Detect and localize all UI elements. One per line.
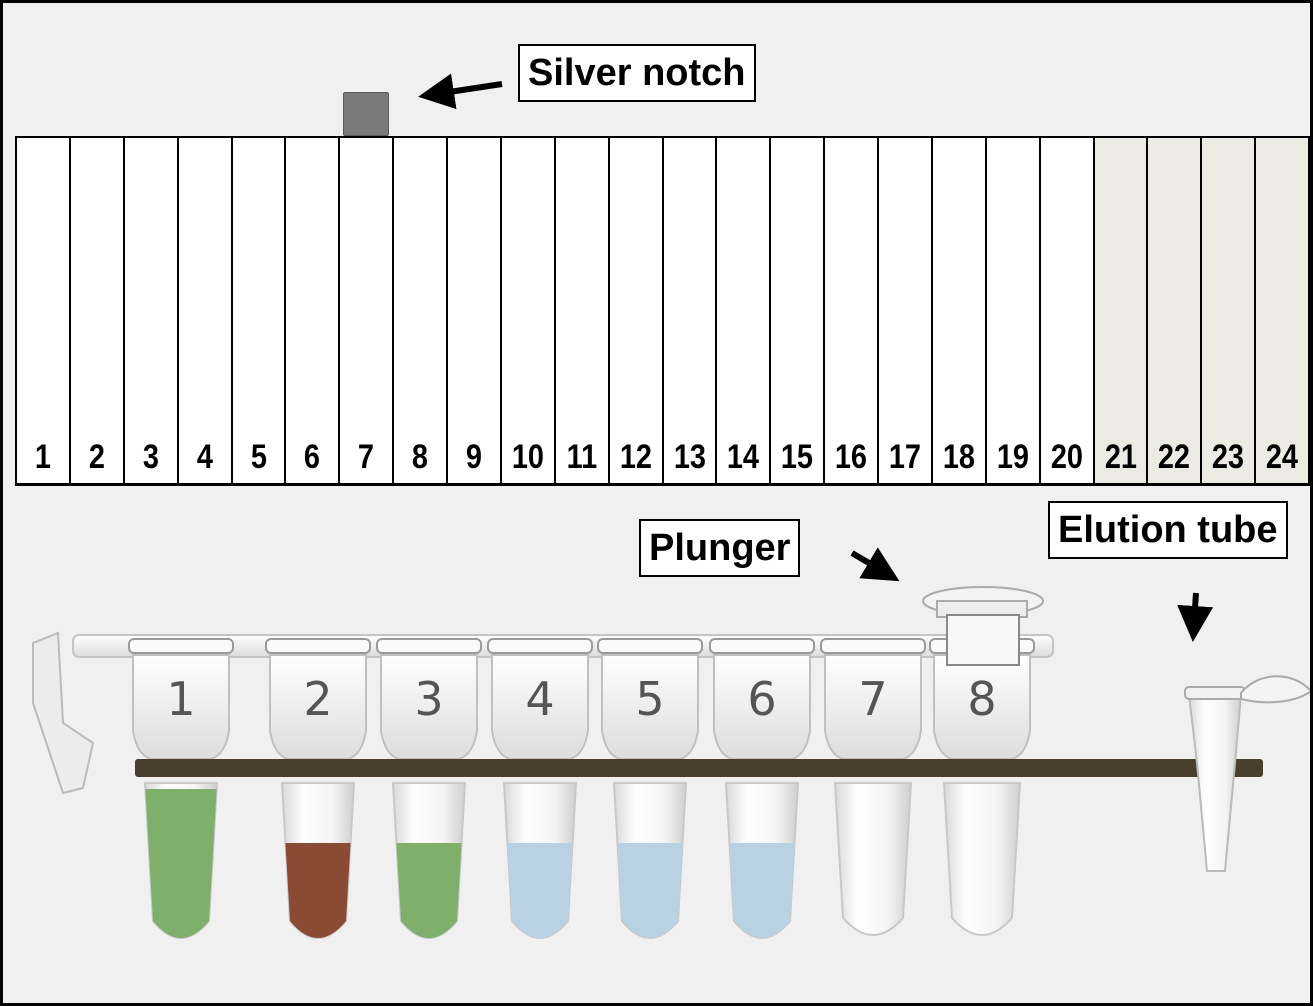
strip-well-rim-6 — [709, 638, 815, 654]
strip-well-number: 8 — [967, 672, 996, 726]
elution-tube-label: Elution tube — [1048, 501, 1288, 559]
strip-well-rim-5 — [597, 638, 703, 654]
rack-position-number: 6 — [304, 438, 321, 476]
rack-position-number: 14 — [727, 438, 760, 476]
rack-position-number: 5 — [250, 438, 267, 476]
rack-position-number: 21 — [1104, 438, 1137, 476]
rack-position-8: 8 — [394, 138, 448, 483]
strip-well-number: 4 — [525, 672, 554, 726]
rack-position-number: 19 — [996, 438, 1029, 476]
rack-position-13: 13 — [663, 138, 718, 483]
strip-well-rim-2 — [265, 638, 371, 654]
rack-position-24: 24 — [1256, 138, 1308, 483]
strip-well-rim-4 — [487, 638, 593, 654]
strip-well-number: 2 — [303, 672, 332, 726]
rack-position-number: 13 — [673, 438, 706, 476]
rack-position-number: 17 — [888, 438, 922, 476]
reagent-strip-illustration: 1 2 3 4 5 6 7 8 — [32, 586, 1310, 939]
strip-tube-liquid-2 — [285, 843, 351, 938]
strip-tube-7 — [833, 782, 913, 936]
rack-position-12: 12 — [609, 138, 664, 483]
rack-position-number: 22 — [1158, 438, 1191, 476]
rack-position-6: 6 — [286, 138, 341, 483]
rack-position-number: 10 — [511, 438, 544, 476]
strip-well-rim-7 — [820, 638, 926, 654]
strip-well-number: 7 — [858, 672, 887, 726]
rack-position-15: 15 — [771, 138, 826, 483]
strip-well-number: 1 — [166, 672, 195, 726]
rack-position-number: 23 — [1212, 438, 1245, 476]
rack-position-20: 20 — [1040, 138, 1095, 483]
rack-position-number: 12 — [619, 438, 652, 476]
rack-position-number: 7 — [358, 438, 375, 476]
rack-position-number: 18 — [942, 438, 975, 476]
plunger — [922, 586, 1044, 666]
strip-well-rim-3 — [376, 638, 482, 654]
plunger-label: Plunger — [639, 519, 801, 577]
rack-position-number: 16 — [834, 438, 868, 476]
rack-position-9: 9 — [448, 138, 502, 483]
rack-position-18: 18 — [932, 138, 987, 483]
rack-position-11: 11 — [555, 138, 610, 483]
silver-notch-marker — [343, 92, 389, 136]
rack-position-2: 2 — [70, 138, 125, 483]
rack-position-21: 21 — [1094, 138, 1149, 483]
strip-tube-liquid-6 — [729, 843, 795, 938]
rack-position-22: 22 — [1148, 138, 1203, 483]
rack-position-number: 15 — [781, 438, 814, 476]
strip-well-rim-1 — [128, 638, 234, 654]
rack-position-number: 1 — [34, 438, 51, 476]
strip-well-number: 6 — [747, 672, 776, 726]
rack-position-3: 3 — [124, 138, 179, 483]
rack-position-number: 4 — [196, 438, 213, 476]
rack-position-7: 7 — [340, 138, 395, 483]
rack-position-number: 20 — [1050, 438, 1083, 476]
rack-position-19: 19 — [986, 138, 1041, 483]
strip-wells: 1 2 3 4 5 6 7 8 — [128, 638, 1035, 760]
strip-handle — [32, 631, 95, 795]
rack-position-number: 2 — [88, 438, 105, 476]
rack-position-number: 24 — [1265, 438, 1299, 476]
rack-position-number: 9 — [465, 438, 482, 476]
strip-tube-liquid-1 — [145, 789, 217, 938]
strip-well-number: 3 — [414, 672, 443, 726]
rack-position-number: 11 — [566, 438, 597, 476]
rack-position-10: 10 — [501, 138, 556, 483]
rack-position-number: 8 — [412, 438, 429, 476]
elution-tube — [1184, 675, 1310, 872]
rack-position-16: 16 — [825, 138, 879, 483]
rack-position-5: 5 — [232, 138, 287, 483]
rack-position-17: 17 — [879, 138, 933, 483]
rack-position-23: 23 — [1202, 138, 1257, 483]
strip-tube-liquid-5 — [617, 843, 683, 938]
rack-position-14: 14 — [717, 138, 772, 483]
strip-holder-bar — [135, 759, 1263, 777]
rack-position-1: 1 — [17, 138, 71, 483]
strip-tube-liquid-3 — [396, 843, 462, 938]
strip-tubes — [143, 782, 1022, 939]
rack-position-number: 3 — [142, 438, 159, 476]
strip-tube-8 — [942, 782, 1022, 936]
strip-well-number: 5 — [635, 672, 664, 726]
rack-position-4: 4 — [178, 138, 233, 483]
strip-tube-liquid-4 — [507, 843, 573, 938]
silver-notch-label: Silver notch — [518, 44, 756, 102]
